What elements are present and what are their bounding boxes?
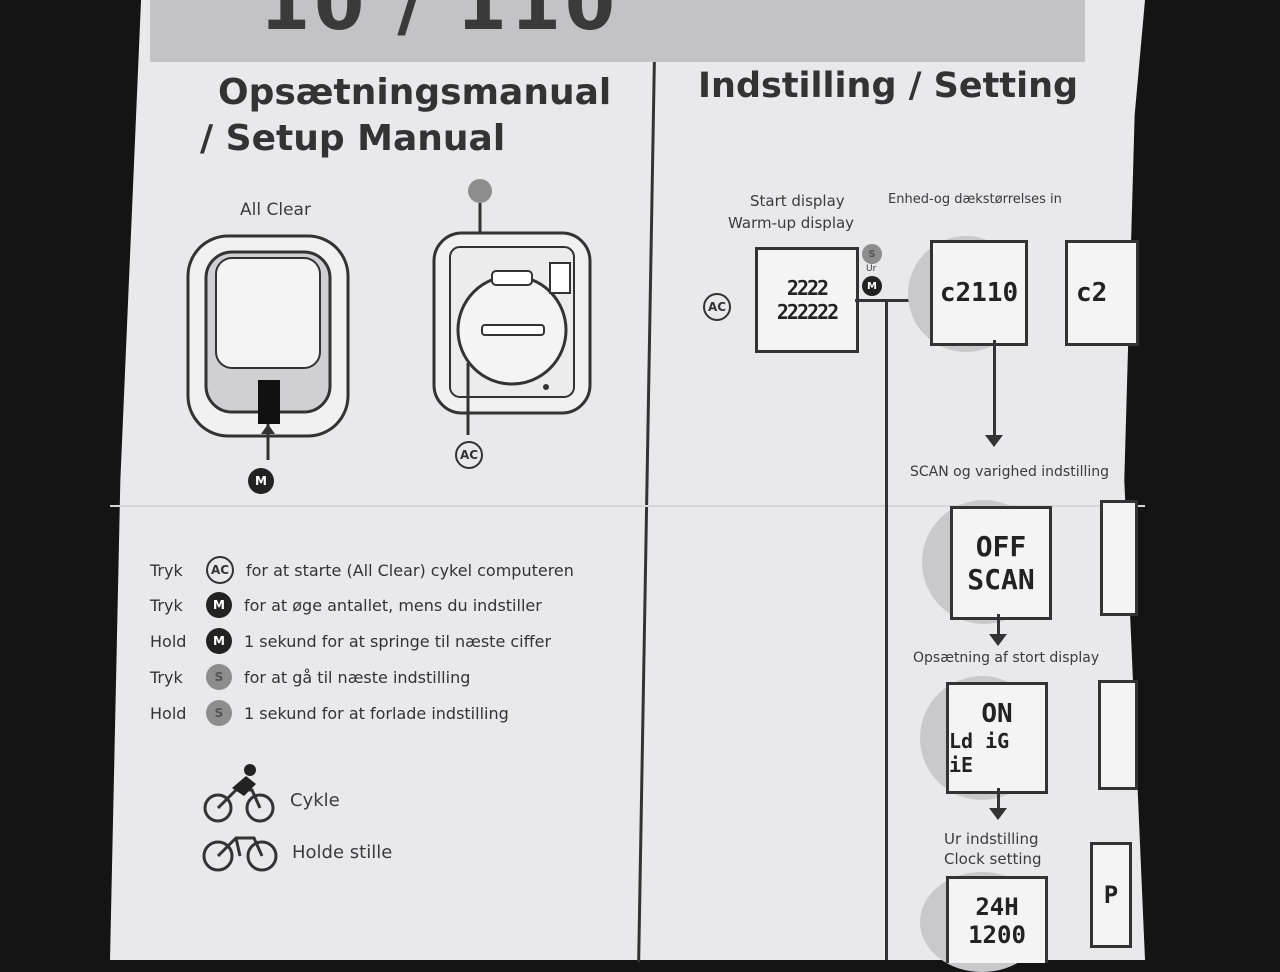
instruction-row: Hold S 1 sekund for at forlade indstilli… <box>150 700 509 726</box>
instruction-row: Hold M 1 sekund for at springe til næste… <box>150 628 551 654</box>
instruction-row: Tryk AC for at starte (All Clear) cykel … <box>150 556 574 584</box>
header-bar: 10 / 110 <box>150 0 1085 62</box>
cyclist-riding-icon <box>203 764 275 823</box>
arrow-down-icon <box>989 808 1007 820</box>
device-front-illustration <box>186 234 350 460</box>
model-number: 10 / 110 <box>260 0 619 46</box>
ac-button-marker: AC <box>455 441 483 469</box>
m-key-icon: M <box>206 592 232 618</box>
s-key-icon: S <box>862 244 882 264</box>
instruction-row: Tryk S for at gå til næste indstilling <box>150 664 470 690</box>
ac-start-marker: AC <box>703 293 731 321</box>
ur-small-label: Ur <box>866 264 877 274</box>
unit-lcd-partial: c2 <box>1065 240 1139 346</box>
clock-lcd-partial: P <box>1090 842 1132 948</box>
instruction-row: Tryk M for at øge antallet, mens du inds… <box>150 592 542 618</box>
clock-lcd: 24H 1200 <box>946 876 1048 963</box>
flow-arrow <box>993 340 996 436</box>
bicycle-standing-icon <box>202 836 278 872</box>
big-display-lcd-partial <box>1098 680 1138 790</box>
flow-arrow <box>997 788 1000 810</box>
start-display-label: Start display <box>750 192 845 210</box>
scan-lcd: OFF SCAN <box>950 506 1052 620</box>
setup-title-english: / Setup Manual <box>200 118 506 159</box>
warmup-display-label: Warm-up display <box>728 214 855 232</box>
s-key-icon: S <box>206 700 232 726</box>
ac-key-icon: AC <box>206 556 234 584</box>
flow-line <box>885 300 888 960</box>
manual-sheet <box>110 0 1145 960</box>
s-key-icon: S <box>206 664 232 690</box>
big-display-lcd: ON Ld iG iE <box>946 682 1048 794</box>
m-key-icon: M <box>862 276 882 296</box>
clock-label-english: Clock setting <box>944 850 1042 868</box>
legend-standing-label: Holde stille <box>292 842 393 863</box>
m-button-marker: M <box>248 468 274 494</box>
setup-title-danish: Opsætningsmanual <box>218 72 612 113</box>
device-back-illustration <box>432 179 592 435</box>
big-display-label: Opsætning af stort display <box>913 650 1100 666</box>
settings-title: Indstilling / Setting <box>698 66 1079 106</box>
arrow-down-icon <box>985 435 1003 447</box>
unit-lcd: c2110 <box>930 240 1028 346</box>
clock-label-danish: Ur indstilling <box>944 830 1039 848</box>
m-key-icon: M <box>206 628 232 654</box>
arrow-down-icon <box>989 634 1007 646</box>
flow-arrow <box>997 614 1000 636</box>
scan-label: SCAN og varighed indstilling <box>910 464 1110 480</box>
start-lcd: 2222 222222 <box>755 247 859 353</box>
paper-fold <box>110 505 1145 507</box>
scan-lcd-partial <box>1100 500 1138 616</box>
all-clear-label: All Clear <box>240 200 311 220</box>
legend-riding-label: Cykle <box>290 790 340 811</box>
unit-tyre-label: Enhed-og dækstørrelses in <box>888 192 1062 207</box>
